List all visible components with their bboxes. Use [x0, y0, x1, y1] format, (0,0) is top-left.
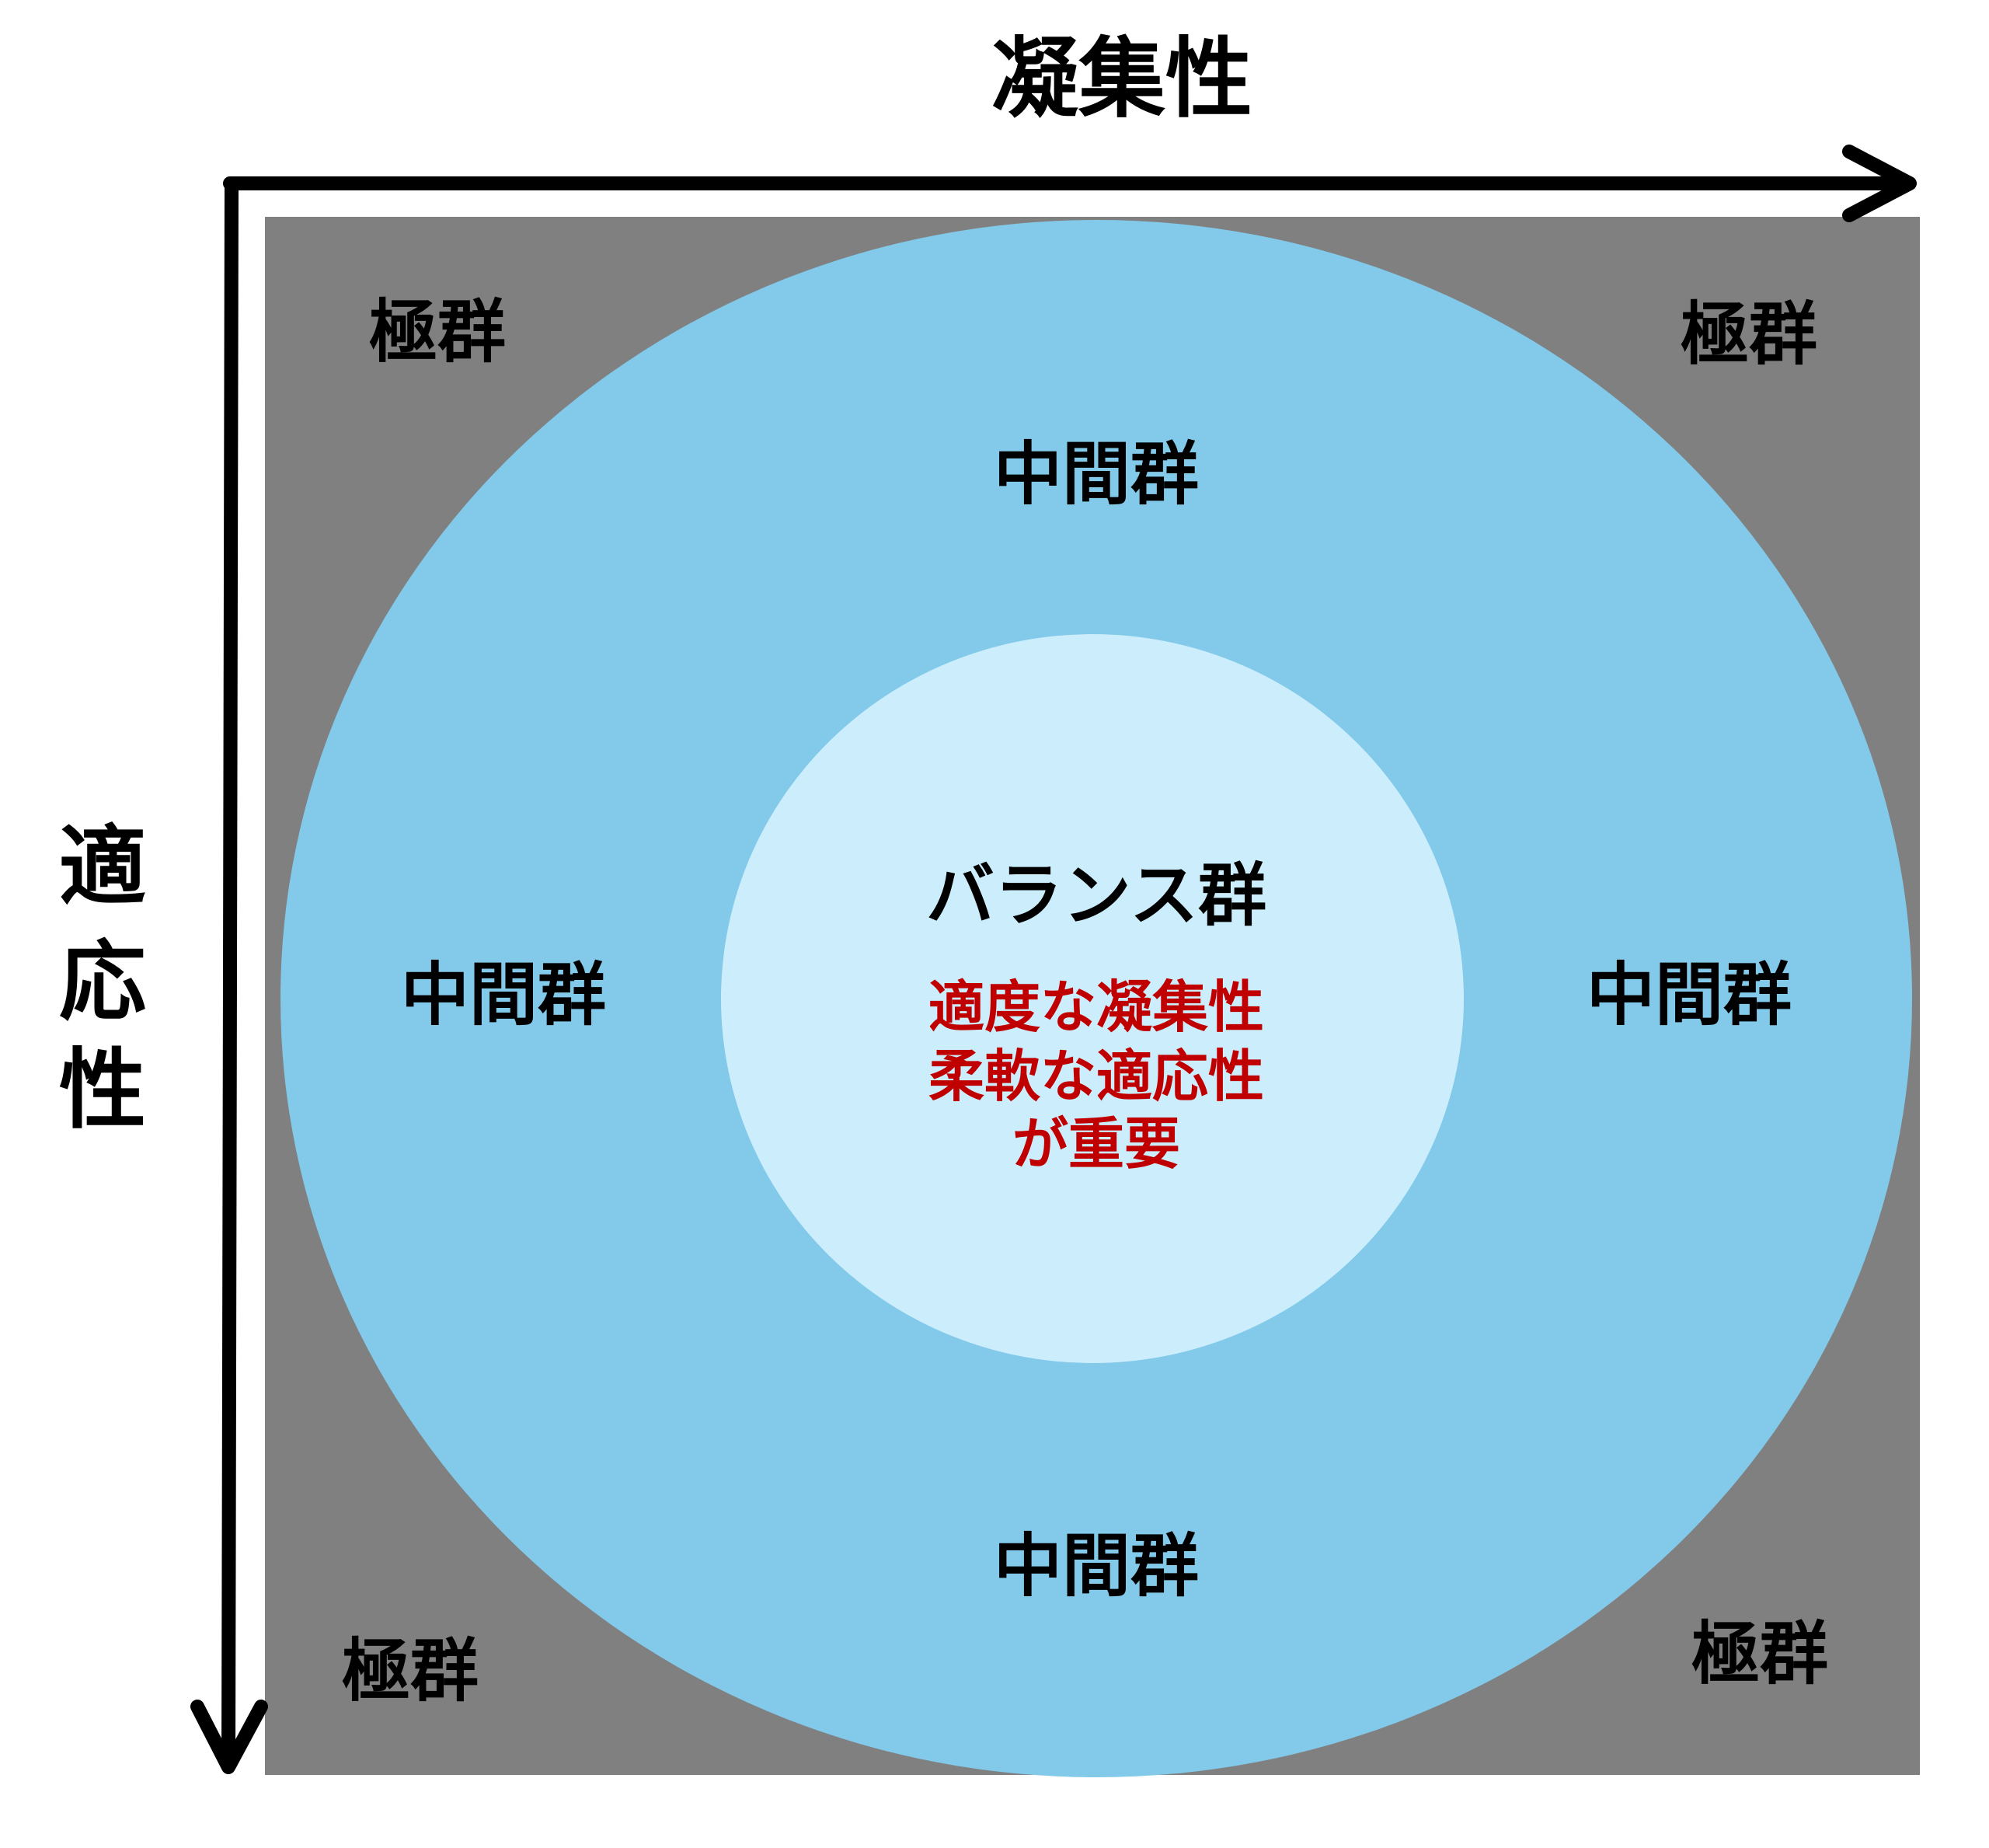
middle-label-right: 中間群 — [1587, 955, 1792, 1035]
y-axis-arrow — [190, 176, 268, 1774]
corner-label-top-left: 極群 — [369, 292, 506, 372]
x-axis-arrow — [223, 145, 1917, 222]
x-axis-label: 凝集性 — [991, 29, 1252, 130]
middle-label-bottom: 中間群 — [994, 1526, 1199, 1606]
middle-label-top: 中間群 — [994, 434, 1199, 514]
balance-note-line: が重要 — [1012, 1111, 1180, 1177]
y-axis-label-char: 適 — [59, 817, 146, 918]
y-axis-label-char: 性 — [59, 1040, 146, 1141]
corner-label-bottom-left: 極群 — [342, 1631, 479, 1711]
balance-label: バランス群 — [926, 856, 1266, 936]
corner-label-top-right: 極群 — [1681, 295, 1817, 375]
balance-note-line: 適度な凝集性 — [928, 975, 1264, 1040]
balance-region — [721, 634, 1464, 1363]
middle-label-left: 中間群 — [401, 955, 606, 1035]
balance-note-line: 柔軟な適応性 — [928, 1044, 1264, 1109]
corner-label-bottom-right: 極群 — [1691, 1614, 1828, 1694]
y-axis-label-char: 応 — [59, 932, 146, 1033]
